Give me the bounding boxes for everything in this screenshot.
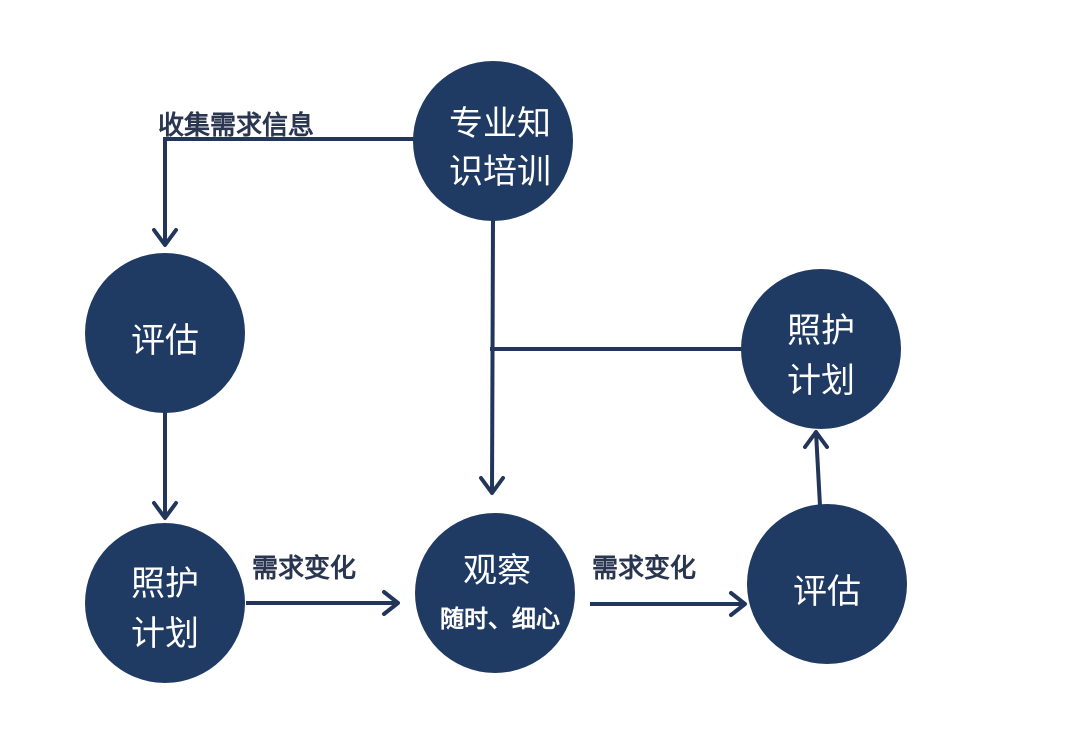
node-plan-right-line-2: 计划	[787, 361, 855, 401]
arrowhead-up-icon	[803, 430, 829, 449]
node-assess-left: 评估	[85, 253, 245, 413]
node-training-line-2: 识培训	[449, 152, 551, 192]
node-observe-sublabel: 随时、细心	[440, 605, 560, 633]
node-assess-left-label: 评估	[131, 321, 199, 361]
arrowhead-down-icon	[479, 476, 505, 495]
node-observe: 观察 随时、细心	[415, 513, 575, 673]
edges: 收集需求信息 需求变化 需求变化	[152, 110, 829, 617]
edge-assess-to-plan-right	[814, 431, 822, 507]
arrowhead-down-icon	[152, 501, 178, 520]
node-plan-right-line-1: 照护	[787, 311, 855, 351]
node-plan-left-line-1: 照护	[131, 564, 199, 604]
edge-training-to-assess	[163, 137, 418, 245]
edge-label-change-1: 需求变化	[252, 553, 356, 584]
node-assess-right: 评估	[747, 504, 907, 664]
node-plan-right: 照护 计划	[741, 269, 901, 429]
node-training: 专业知 识培训	[413, 61, 573, 221]
arrowhead-right-icon	[729, 591, 747, 617]
node-observe-label: 观察	[463, 551, 531, 591]
node-assess-right-label: 评估	[793, 572, 861, 612]
node-plan-left: 照护 计划	[85, 523, 245, 683]
arrowhead-down-icon	[152, 228, 178, 247]
arrowhead-right-icon	[382, 590, 400, 616]
edge-label-change-2: 需求变化	[592, 553, 696, 584]
node-plan-left-line-2: 计划	[131, 614, 199, 654]
edge-training-to-observe	[490, 219, 495, 494]
edge-label-collect-info: 收集需求信息	[158, 110, 314, 141]
node-training-line-1: 专业知	[449, 104, 551, 144]
